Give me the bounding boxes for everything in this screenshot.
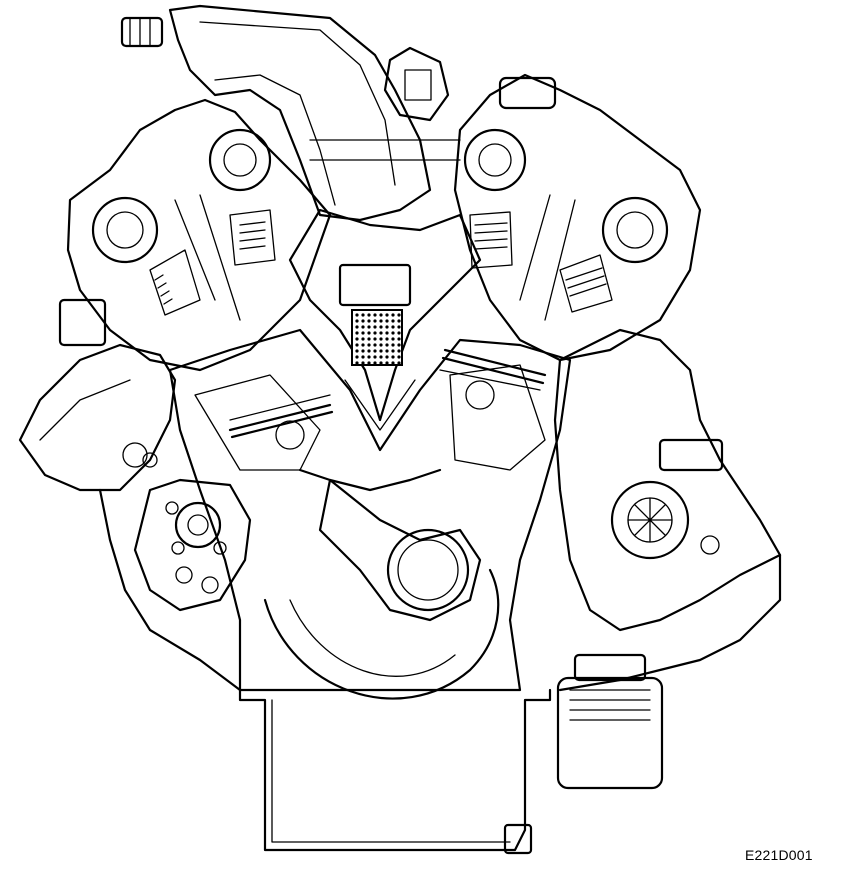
oil-cooler-grid: [351, 309, 403, 366]
figure-reference-code: E221D001: [745, 847, 813, 863]
throttle-body: [383, 46, 450, 122]
oil-filter: [556, 653, 664, 790]
left-intake-camshaft: [91, 196, 159, 264]
right-exhaust-camshaft: [601, 196, 669, 264]
right-cylinder-head: [453, 73, 702, 362]
block-outline: [98, 488, 782, 692]
left-alternator-mount: [133, 478, 252, 612]
intake-plenum: [120, 4, 432, 222]
right-turbo-housing: [553, 328, 782, 632]
crankshaft-journal: [386, 528, 470, 612]
right-intake-camshaft: [463, 128, 527, 192]
engine-block: [168, 328, 572, 692]
left-cylinder-head: [66, 98, 332, 372]
piston-rings: [228, 348, 547, 439]
intake-valley: [288, 139, 482, 431]
left-exhaust-manifold: [18, 298, 177, 492]
left-exhaust-camshaft: [208, 128, 272, 192]
oil-pan: [238, 688, 552, 855]
crankshaft-assembly: [263, 478, 500, 700]
turbo-compressor-wheel: [610, 480, 690, 560]
